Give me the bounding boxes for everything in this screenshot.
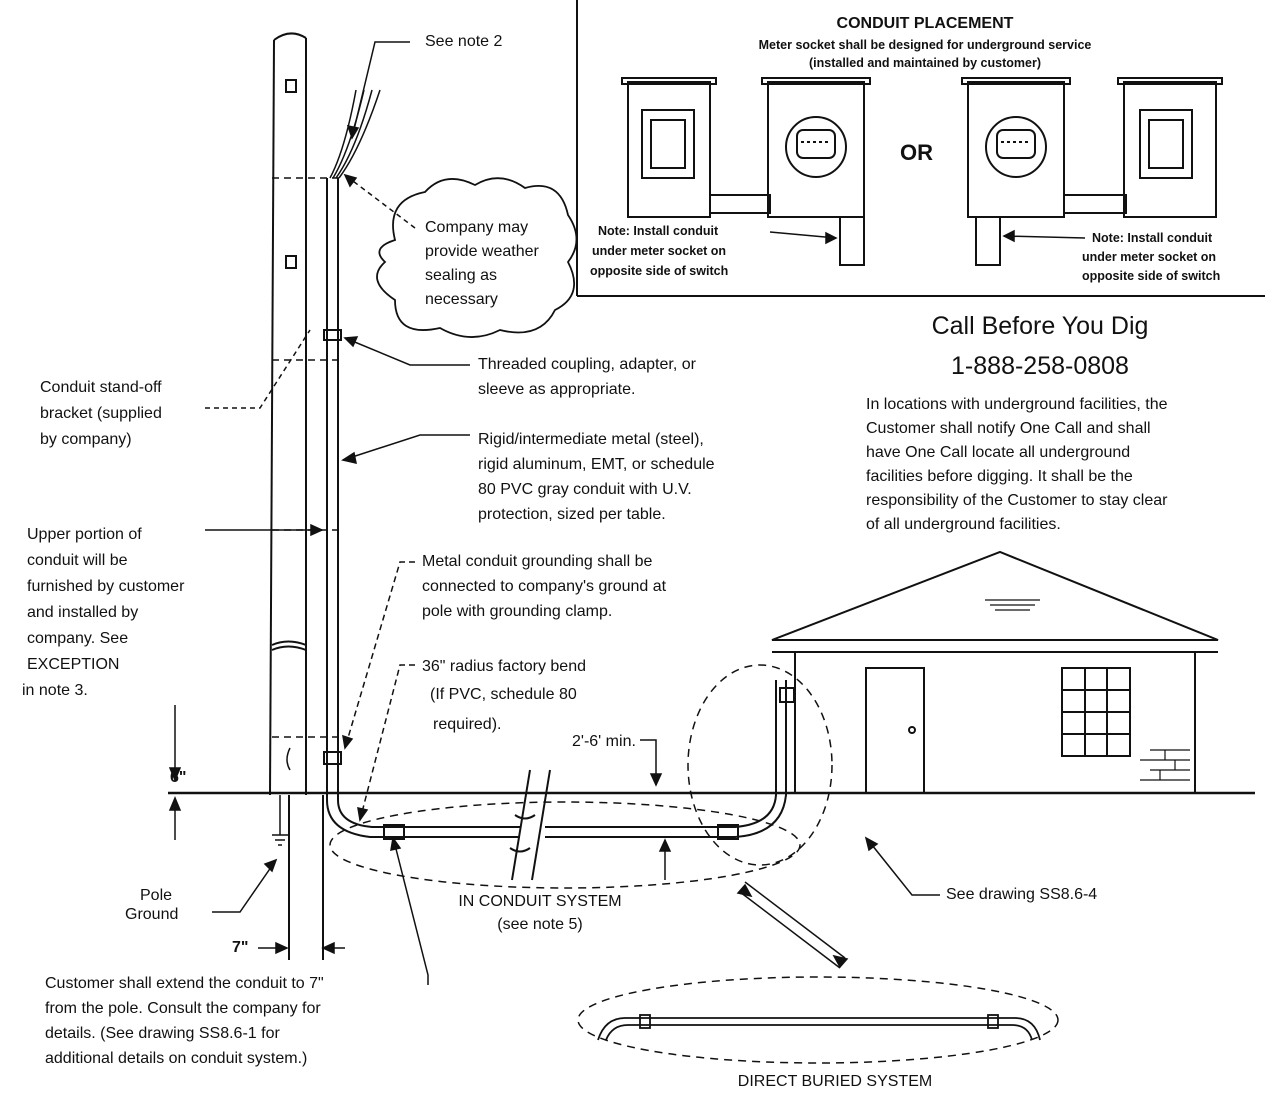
label-standoff-2: bracket (supplied xyxy=(40,405,162,422)
call-before-dig-body-2: Customer shall notify One Call and shall xyxy=(866,420,1151,437)
label-direct-buried: DIRECT BURIED SYSTEM xyxy=(737,1073,933,1090)
call-before-dig-body-3: have One Call locate all underground xyxy=(866,444,1131,461)
label-upper-portion-2: conduit will be xyxy=(27,552,128,569)
label-min-depth: 2'-6' min. xyxy=(572,733,636,750)
call-before-dig-heading: Call Before You Dig xyxy=(931,312,1149,340)
label-upper-portion-7: in note 3. xyxy=(22,682,88,699)
label-weather-sealing-4: necessary xyxy=(425,291,498,308)
label-coupling-2: sleeve as appropriate. xyxy=(478,381,636,398)
label-bend-3: required). xyxy=(433,716,502,733)
inset-subtitle-2: (installed and maintained by customer) xyxy=(809,56,1041,70)
riser-conduit xyxy=(323,178,342,765)
house xyxy=(771,550,1219,794)
label-standoff-3: by company) xyxy=(40,431,132,448)
label-in-conduit-system-2: (see note 5) xyxy=(497,916,583,933)
call-before-dig-body-4: facilities before digging. It shall be t… xyxy=(866,468,1133,485)
label-standoff-1: Conduit stand-off xyxy=(40,379,162,396)
label-in-conduit-system-1: IN CONDUIT SYSTEM xyxy=(458,893,622,910)
label-bend-2: (If PVC, schedule 80 xyxy=(430,686,577,703)
call-before-dig-body-6: of all underground facilities. xyxy=(866,516,1061,533)
underground-conduit xyxy=(326,680,787,881)
inset-subtitle-1: Meter socket shall be designed for under… xyxy=(758,38,1092,52)
label-see-note-2: See note 2 xyxy=(425,33,503,50)
inset-note-right-line-2: under meter socket on xyxy=(1082,250,1217,264)
label-upper-portion-1: Upper portion of xyxy=(27,526,142,543)
meter-switch-assembly-left xyxy=(621,77,871,266)
label-grounding-3: pole with grounding clamp. xyxy=(422,603,613,620)
inset-title: CONDUIT PLACEMENT xyxy=(836,15,1014,32)
inset-frame xyxy=(576,0,1265,297)
label-upper-portion-3: furnished by customer xyxy=(27,578,185,595)
label-customer-extend-2: from the pole. Consult the company for xyxy=(45,1000,321,1017)
house-entry-detail-circle xyxy=(687,664,833,866)
label-pole-ground-2: Ground xyxy=(125,906,179,923)
pole-ground-rod xyxy=(272,747,291,846)
label-customer-extend-1: Customer shall extend the conduit to 7" xyxy=(45,975,324,992)
inset-leader-lines xyxy=(769,229,1086,245)
leader-lines xyxy=(168,41,940,985)
inset-note-right-line-1: Note: Install conduit xyxy=(1092,231,1213,245)
label-grounding-1: Metal conduit grounding shall be xyxy=(422,553,653,570)
in-conduit-system-outline xyxy=(329,801,801,889)
label-upper-portion-5: company. See xyxy=(27,630,129,647)
inset-note-left-line-2: under meter socket on xyxy=(592,244,727,258)
weather-sealing-cloud xyxy=(376,177,578,338)
label-grounding-2: connected to company's ground at xyxy=(422,578,667,595)
call-before-dig-phone: 1-888-258-0808 xyxy=(951,352,1129,380)
label-pole-ground-1: Pole xyxy=(140,887,173,904)
label-rigid-conduit-3: 80 PVC gray conduit with U.V. xyxy=(478,481,692,498)
label-see-drawing: See drawing SS8.6-4 xyxy=(946,886,1098,903)
call-before-dig-body-5: responsibility of the Customer to stay c… xyxy=(866,492,1168,509)
inset-note-left-line-1: Note: Install conduit xyxy=(598,224,719,238)
label-upper-portion-4: and installed by xyxy=(27,604,139,621)
meter-switch-assembly-right xyxy=(961,77,1223,266)
service-drop-wires xyxy=(329,89,381,179)
inset-note-left-line-3: opposite side of switch xyxy=(590,264,729,278)
label-rigid-conduit-1: Rigid/intermediate metal (steel), xyxy=(478,431,704,448)
label-upper-portion-6: EXCEPTION xyxy=(27,656,120,673)
direct-buried-conduit xyxy=(597,1014,1041,1041)
inset-note-right-line-3: opposite side of switch xyxy=(1082,269,1221,283)
label-rigid-conduit-4: protection, sized per table. xyxy=(478,506,666,523)
label-six-inch: 6" xyxy=(170,769,187,786)
utility-pole xyxy=(269,32,324,960)
label-bend-1: 36" radius factory bend xyxy=(422,658,586,675)
label-rigid-conduit-2: rigid aluminum, EMT, or schedule xyxy=(478,456,715,473)
label-customer-extend-3: details. (See drawing SS8.6-1 for xyxy=(45,1025,280,1042)
label-coupling-1: Threaded coupling, adapter, or xyxy=(478,356,696,373)
call-before-dig-body-1: In locations with underground facilities… xyxy=(866,396,1168,413)
direct-buried-outline xyxy=(577,976,1059,1064)
label-seven-inch: 7" xyxy=(232,939,249,956)
label-customer-extend-4: additional details on conduit system.) xyxy=(45,1050,308,1067)
inset-or-label: OR xyxy=(900,140,933,165)
label-weather-sealing-2: provide weather xyxy=(425,243,539,260)
label-weather-sealing-1: Company may xyxy=(425,219,529,236)
label-weather-sealing-3: sealing as xyxy=(425,267,498,284)
